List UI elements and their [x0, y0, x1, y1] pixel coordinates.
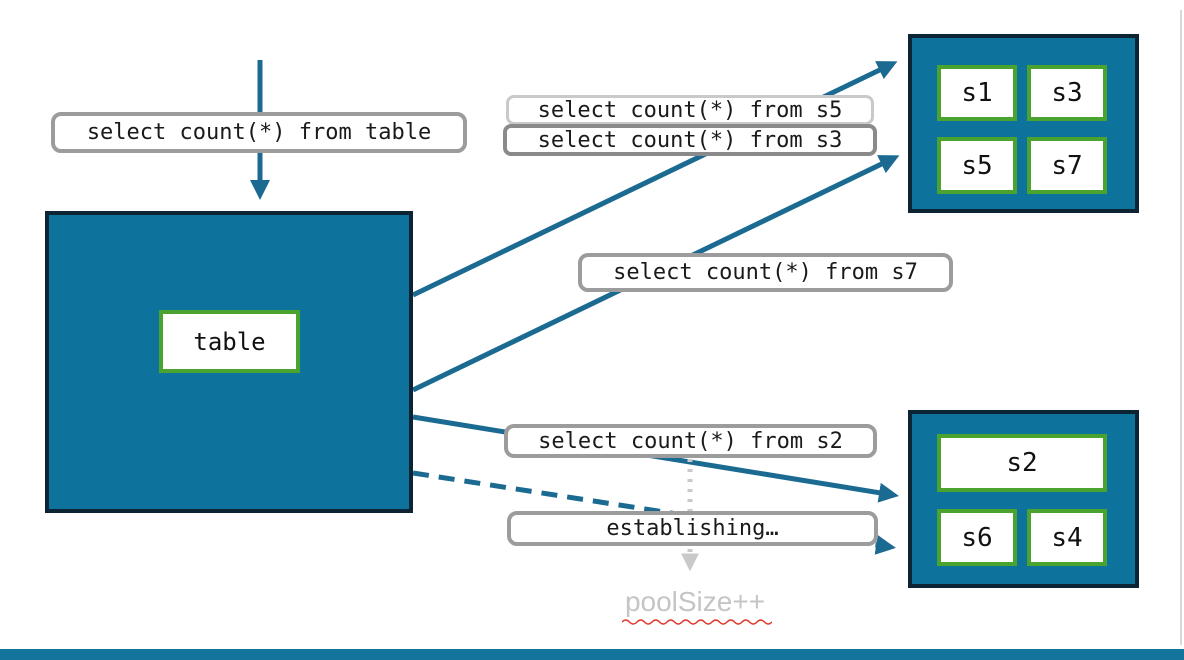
shard-cell-s3-label: s3: [1051, 78, 1083, 108]
table-cell: table: [159, 310, 300, 373]
shard-cell-s4-label: s4: [1051, 522, 1083, 553]
shard-cell-s5: s5: [937, 137, 1017, 194]
squiggle-underline: [622, 619, 772, 625]
query-label-from-s5: select count(*) from s5: [506, 95, 874, 125]
query-label-from-s7: select count(*) from s7: [578, 253, 953, 292]
table-cell-label: table: [193, 327, 266, 356]
shard-cell-s6: s6: [937, 509, 1017, 566]
shard-cell-s1: s1: [937, 65, 1017, 121]
shard-cell-s3: s3: [1027, 65, 1107, 121]
slide-right-edge: [1180, 10, 1182, 645]
query-label-from-s3: select count(*) from s3: [503, 124, 877, 156]
shard-cell-s7-label: s7: [1051, 150, 1083, 181]
query-label-establishing: establishing…: [507, 511, 878, 546]
shard-cell-s6-label: s6: [961, 522, 993, 553]
poolsize-annotation: poolSize++: [624, 586, 766, 617]
shard-cell-s2: s2: [937, 434, 1107, 492]
shard-cell-s2-label: s2: [1006, 448, 1038, 478]
shard-cell-s5-label: s5: [961, 150, 993, 181]
shard-cell-s1-label: s1: [961, 78, 993, 108]
bottom-accent-bar: [0, 649, 1184, 660]
shard-cell-s4: s4: [1027, 509, 1107, 566]
query-label-from-table: select count(*) from table: [51, 112, 467, 153]
query-label-from-s2: select count(*) from s2: [504, 424, 877, 458]
shard-cell-s7: s7: [1027, 137, 1107, 194]
